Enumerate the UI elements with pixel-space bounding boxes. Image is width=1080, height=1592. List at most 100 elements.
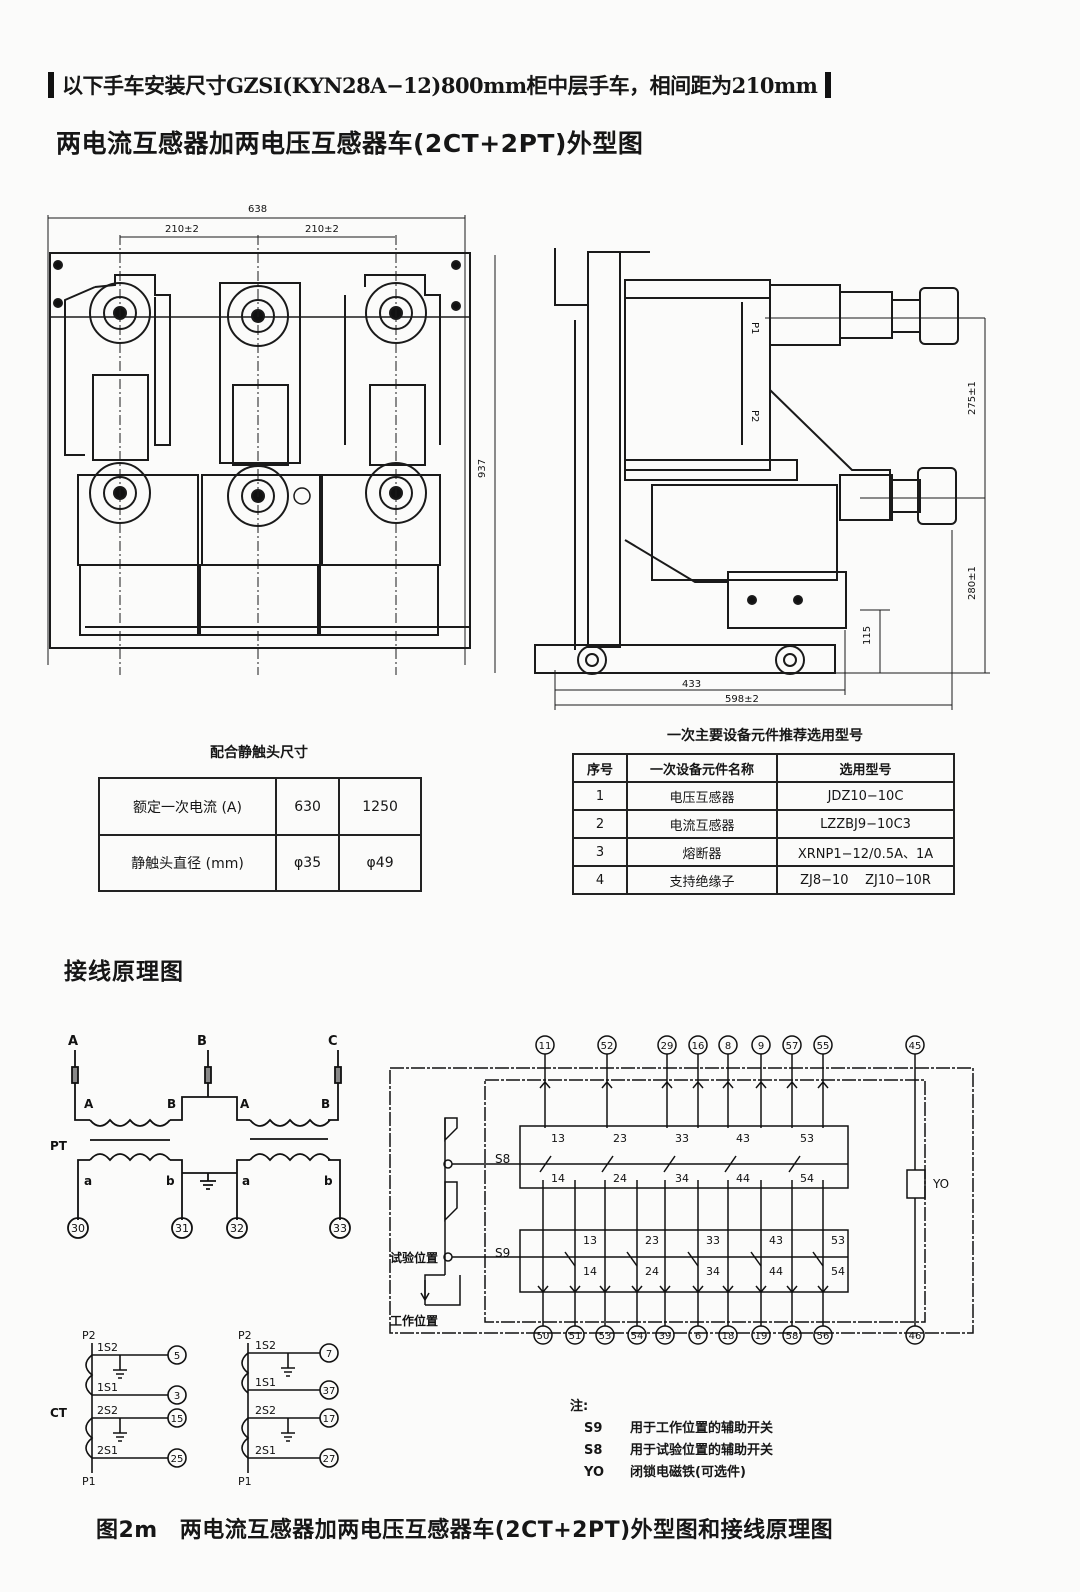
plug-icon <box>537 1285 549 1294</box>
ct-label: CT <box>50 1406 68 1420</box>
pole-left <box>64 274 199 636</box>
switch-contact <box>626 1251 638 1267</box>
ct-wiring-diagram: CT P2 P1 1S2 1S1 2S2 2S1 5 3 15 25 P2 P1… <box>50 1329 339 1488</box>
s9-contact-bottom: 34 <box>706 1265 720 1278</box>
phase-c: C <box>328 1034 338 1049</box>
label-p1: P1 <box>749 322 760 334</box>
terminal-label: 27 <box>323 1454 336 1465</box>
dim-433: 433 <box>682 679 701 690</box>
dim-pitch-right: 210±2 <box>305 224 339 235</box>
pole-middle <box>199 282 321 636</box>
cell-name: 熔断器 <box>626 837 778 867</box>
top-terminal-label: 29 <box>661 1041 674 1052</box>
yo-top-terminal-label: 45 <box>909 1041 922 1052</box>
plug-icon <box>755 1285 767 1294</box>
plug-icon <box>786 1285 798 1294</box>
plug-icon <box>601 1080 613 1089</box>
top-terminal-label: 52 <box>601 1041 614 1052</box>
bottom-terminal-label: 56 <box>817 1331 830 1342</box>
outline-title: 两电流互感器加两电压互感器车(2CT+2PT)外型图 <box>56 129 644 158</box>
bottom-terminal-label: 53 <box>599 1331 612 1342</box>
term-secondary: b <box>324 1174 333 1188</box>
cell-name: 支持绝缘子 <box>626 865 778 895</box>
cell-value: 1250 <box>338 777 422 836</box>
term-secondary: a <box>242 1174 250 1188</box>
label-p2: P2 <box>749 410 760 422</box>
terminal-label: 7 <box>326 1349 332 1360</box>
plug-icon <box>539 1080 551 1089</box>
top-terminal-label: 55 <box>817 1041 830 1052</box>
s8-contact-top: 13 <box>551 1132 565 1145</box>
ct-p1: P1 <box>238 1475 252 1488</box>
ct-p2: P2 <box>238 1329 252 1342</box>
top-terminal-label: 16 <box>692 1041 705 1052</box>
s8-contact-bottom: 34 <box>675 1172 689 1185</box>
contact-table-caption: 配合静触头尺寸 <box>210 745 308 761</box>
ct-p1: P1 <box>82 1475 96 1488</box>
winding-name: 2S1 <box>255 1444 276 1457</box>
s8-contact-top: 43 <box>736 1132 750 1145</box>
plug-icon <box>661 1080 673 1089</box>
note-key: S8 <box>584 1443 603 1458</box>
s9-contact-bottom: 54 <box>831 1265 845 1278</box>
plug-icon <box>817 1080 829 1089</box>
phase-b: B <box>197 1034 207 1049</box>
note-key: S9 <box>584 1421 603 1436</box>
contact-table: 额定一次电流 (A) 630 1250 静触头直径 (mm) φ35 φ49 <box>98 777 422 892</box>
dim-width: 638 <box>248 204 267 215</box>
term-primary: A <box>240 1097 250 1111</box>
table-header: 序号 一次设备元件名称 选用型号 <box>572 753 955 783</box>
switch-contact <box>687 1251 699 1267</box>
plug-icon <box>569 1285 581 1294</box>
terminal-label: 5 <box>174 1351 180 1362</box>
cell-model: JDZ10−10C <box>776 781 955 811</box>
dim-280: 280±1 <box>967 566 978 600</box>
bottom-terminal-label: 19 <box>755 1331 768 1342</box>
switch-contact <box>564 1251 576 1267</box>
cell-name: 电压互感器 <box>626 781 778 811</box>
phase-a: A <box>68 1034 78 1049</box>
front-view-drawing: 638 210±2 210±2 937 <box>47 204 496 675</box>
term-secondary: a <box>84 1174 92 1188</box>
switch-contact <box>663 1155 676 1173</box>
dim-height: 937 <box>477 459 488 478</box>
bottom-terminal-label: 54 <box>631 1331 644 1342</box>
cell-model: XRNP1−12/0.5A、1A <box>776 837 955 867</box>
top-terminal-label: 9 <box>758 1041 764 1052</box>
terminal-label: 31 <box>175 1222 189 1235</box>
bottom-terminal-label: 39 <box>659 1331 672 1342</box>
dim-pitch-left: 210±2 <box>165 224 199 235</box>
plug-icon <box>599 1285 611 1294</box>
cell-value: 630 <box>274 777 341 836</box>
bottom-terminal-label: 58 <box>786 1331 799 1342</box>
centerlines <box>119 235 397 675</box>
bottom-terminal-label: 51 <box>569 1331 582 1342</box>
s9-contact-top: 33 <box>706 1234 720 1247</box>
cell-value: φ35 <box>274 834 341 892</box>
bottom-terminal-label: 50 <box>537 1331 550 1342</box>
cell-no: 3 <box>572 837 628 867</box>
winding-name: 2S2 <box>255 1404 276 1417</box>
switch-contact <box>601 1155 614 1173</box>
cell-no: 4 <box>572 865 628 895</box>
switch-contact <box>539 1155 552 1173</box>
plug-icon <box>692 1080 704 1089</box>
plug-icon <box>755 1080 767 1089</box>
installation-banner: 以下手车安装尺寸GZSI(KYN28A−12)800mm柜中层手车，相间距为21… <box>48 70 832 100</box>
banner-bar-left <box>48 72 54 98</box>
plug-icon <box>659 1285 671 1294</box>
dim-275: 275±1 <box>967 381 978 415</box>
note-text: 用于工作位置的辅助开关 <box>630 1421 774 1436</box>
header-no: 序号 <box>572 753 628 783</box>
note-item: S9 用于工作位置的辅助开关 <box>570 1418 773 1440</box>
cell-no: 1 <box>572 781 628 811</box>
top-terminal-label: 57 <box>786 1041 799 1052</box>
terminal-label: 33 <box>333 1222 347 1235</box>
plug-icon <box>786 1080 798 1089</box>
pt-label: PT <box>50 1139 68 1153</box>
header-model: 选用型号 <box>776 753 955 783</box>
dim-598: 598±2 <box>725 694 759 705</box>
